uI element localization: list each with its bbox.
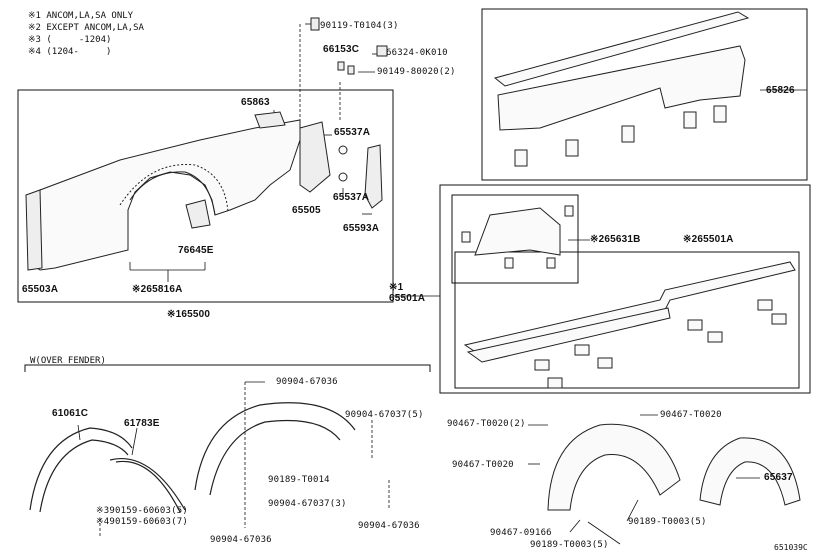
part-label-90159-5[interactable]: ※390159-60603(5) xyxy=(96,506,189,516)
part-label-90467-t0020-a[interactable]: 90467-T0020 xyxy=(660,410,722,420)
part-label-66324[interactable]: 66324-0K010 xyxy=(386,48,448,58)
part-label-90467-09166[interactable]: 90467-09166 xyxy=(490,528,552,538)
part-label-90904-67036-a[interactable]: 90904-67036 xyxy=(276,377,338,387)
part-label-65500[interactable]: ※165500 xyxy=(167,309,211,320)
part-label-61783e[interactable]: 61783E xyxy=(124,418,160,429)
part-label-90159-7[interactable]: ※490159-60603(7) xyxy=(96,517,189,527)
floor-panel-drawing xyxy=(463,261,796,389)
part-label-90149[interactable]: 90149-80020(2) xyxy=(377,67,456,77)
part-label-65505[interactable]: 65505 xyxy=(292,205,321,216)
part-label-90904-67037-5[interactable]: 90904-67037(5) xyxy=(345,410,424,420)
part-label-90467-t0020-b[interactable]: 90467-T0020 xyxy=(452,460,514,470)
note-2: ※2 EXCEPT ANCOM,LA,SA xyxy=(28,23,144,33)
inner-part-box xyxy=(451,194,579,284)
part-label-65637[interactable]: 65637 xyxy=(764,472,793,483)
part-label-90904-67036-c[interactable]: 90904-67036 xyxy=(210,535,272,545)
part-label-90189-t0003-a[interactable]: 90189-T0003(5) xyxy=(628,517,707,527)
bed-front-panel-box xyxy=(481,8,808,181)
part-label-65503a[interactable]: 65503A xyxy=(22,284,59,295)
inner-bracket-drawing xyxy=(461,205,574,269)
part-label-90119[interactable]: 90119-T0104(3) xyxy=(320,21,399,31)
floor-assembly-box xyxy=(439,184,811,394)
part-label-76645e[interactable]: 76645E xyxy=(178,245,214,256)
note-4: ※4 (1204- ) xyxy=(28,47,112,57)
bolt-drawings xyxy=(310,17,388,75)
note-3: ※3 ( -1204) xyxy=(28,35,112,45)
fender-liner-drawing xyxy=(547,423,801,511)
part-label-90904-67037-3[interactable]: 90904-67037(3) xyxy=(268,499,347,509)
over-fender-bracket xyxy=(24,364,431,372)
main-fender-box xyxy=(17,89,394,303)
notes-legend: ※1 ANCOM,LA,SA ONLY ※2 EXCEPT ANCOM,LA,S… xyxy=(28,10,144,58)
part-label-90904-67036-b[interactable]: 90904-67036 xyxy=(358,521,420,531)
part-label-65826[interactable]: 65826 xyxy=(766,85,795,96)
part-label-65816a[interactable]: ※265816A xyxy=(132,284,183,295)
part-label-90189-t0014[interactable]: 90189-T0014 xyxy=(268,475,330,485)
part-label-90189-t0003-b[interactable]: 90189-T0003(5) xyxy=(530,540,609,550)
part-label-65631b[interactable]: ※265631B xyxy=(590,234,641,245)
part-label-65537a-1[interactable]: 65537A xyxy=(334,127,371,138)
part-label-65501a[interactable]: ※1 65501A xyxy=(389,282,426,304)
part-label-66153c[interactable]: 66153C xyxy=(323,44,360,55)
part-label-90467-t0020-2[interactable]: 90467-T0020(2) xyxy=(447,419,526,429)
side-panel-drawing xyxy=(25,111,383,271)
figure-code: 651039C xyxy=(774,543,808,552)
part-label-61061c[interactable]: 61061C xyxy=(52,408,89,419)
note-1: ※1 ANCOM,LA,SA ONLY xyxy=(28,11,134,21)
floor-panel-box xyxy=(454,251,800,389)
part-label-65863[interactable]: 65863 xyxy=(241,97,270,108)
part-label-65501a-top[interactable]: ※265501A xyxy=(683,234,734,245)
front-panel-drawing xyxy=(493,11,750,167)
part-label-65593a[interactable]: 65593A xyxy=(343,223,380,234)
over-fender-drawing xyxy=(29,402,356,513)
part-label-65537a-2[interactable]: 65537A xyxy=(333,192,370,203)
section-title: W(OVER FENDER) xyxy=(30,356,106,366)
